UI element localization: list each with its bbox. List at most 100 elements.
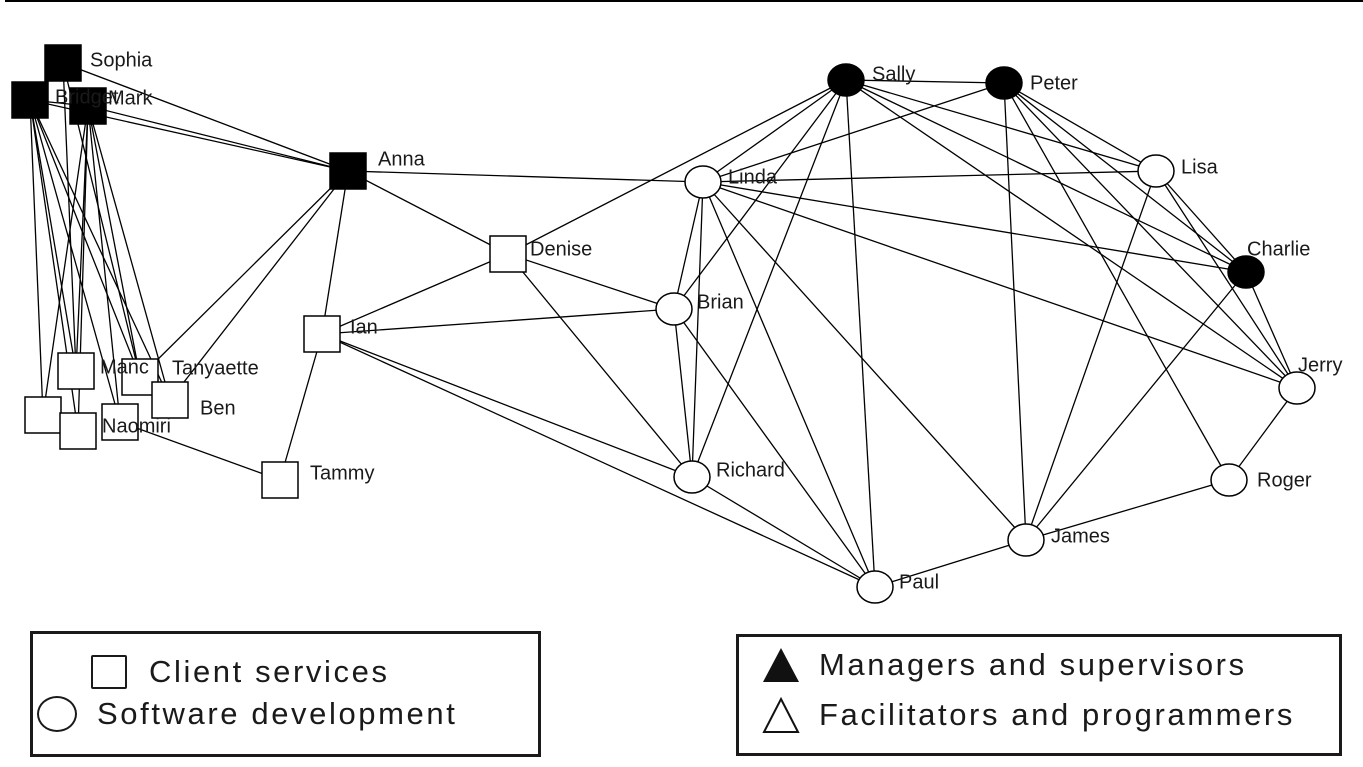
legend-item-managers: Managers and supervisors (761, 645, 1247, 685)
edges-layer (29, 62, 1298, 588)
edge-bridget-naomiri (29, 99, 121, 423)
filled-triangle-icon (763, 648, 799, 682)
legend-label: Facilitators and programmers (819, 697, 1295, 732)
node-label-linda: Linda (728, 166, 778, 188)
node-richard[interactable] (673, 460, 711, 494)
edge-sophia-manc (62, 62, 77, 372)
edge-charlie-jerry (1245, 271, 1298, 389)
edge-linda-brian (673, 181, 704, 310)
edge-sally-lisa (845, 79, 1157, 172)
edge-denise-brian (507, 253, 675, 310)
edge-peter-charlie (1003, 82, 1247, 273)
legend-item-software-development: Software development (37, 696, 457, 732)
node-lisa[interactable] (1137, 154, 1175, 188)
node-manc[interactable] (57, 352, 95, 390)
node-anna[interactable] (329, 152, 367, 190)
edge-james-roger (1025, 479, 1230, 541)
edge-mark-anna (87, 105, 349, 172)
edge-denise-richard (507, 253, 693, 478)
node-paul[interactable] (856, 570, 894, 604)
node-brian[interactable] (655, 292, 693, 326)
edge-linda-lisa (702, 170, 1157, 183)
node-mark[interactable] (69, 87, 107, 125)
node-sophia[interactable] (44, 44, 82, 82)
hollow-triangle-icon (762, 696, 800, 733)
node-label-charlie: Charlie (1247, 238, 1310, 260)
edge-james-lisa (1025, 170, 1157, 541)
node-label-tanyaette: Tanyaette (172, 357, 259, 379)
node-linda[interactable] (684, 165, 722, 199)
edge-sally-charlie (845, 79, 1247, 273)
node-bridget[interactable] (11, 81, 49, 119)
edge-ian-brian (321, 308, 675, 335)
node-sally[interactable] (827, 63, 865, 97)
node-ian[interactable] (303, 315, 341, 353)
edge-sally-brian (673, 79, 847, 310)
edge-sally-jerry (845, 79, 1298, 389)
legend-label: Managers and supervisors (819, 647, 1247, 682)
legend-label: Software development (97, 696, 458, 731)
edge-peter-linda (702, 82, 1005, 183)
edge-mark-tanyaette (87, 105, 141, 378)
edge-lisa-jerry (1155, 170, 1298, 389)
edge-ian-tammy (279, 333, 323, 481)
edge-linda-richard (691, 181, 704, 478)
edge-peter-jerry (1003, 82, 1298, 389)
node-label-brian: Brian (697, 291, 744, 313)
node-label-lisa: Lisa (1181, 156, 1219, 178)
node-naomiri[interactable] (101, 403, 139, 441)
node-james[interactable] (1007, 523, 1045, 557)
role-legend: Managers and supervisors Facilitators an… (736, 634, 1342, 756)
edge-anna-denise (347, 170, 509, 255)
node-label-ian: Ian (350, 316, 378, 338)
legend-item-client-services: Client services (91, 654, 390, 690)
edge-anna-linda (347, 170, 704, 183)
node-label-sophia: Sophia (90, 49, 153, 71)
edge-bridget-cs1 (29, 99, 44, 416)
node-label-manc: Manc (100, 356, 149, 378)
node-jerry[interactable] (1278, 371, 1316, 405)
edge-bridget-manc (29, 99, 77, 372)
legend-item-facilitators: Facilitators and programmers (761, 695, 1295, 735)
edge-mark-cs1 (42, 105, 89, 416)
node-denise[interactable] (489, 235, 527, 273)
node-ben[interactable] (151, 381, 189, 419)
edge-lisa-charlie (1155, 170, 1247, 273)
edge-anna-tanyaette (139, 170, 349, 378)
node-charlie[interactable] (1227, 255, 1265, 289)
node-label-roger: Roger (1257, 469, 1312, 491)
edge-brian-paul (673, 308, 876, 588)
edge-linda-jerry (702, 181, 1298, 389)
department-legend: Client services Software development (30, 631, 541, 757)
edge-mark-naomiri (87, 105, 121, 423)
edge-denise-sally (507, 79, 847, 255)
node-tammy[interactable] (261, 461, 299, 499)
edge-richard-paul (691, 476, 876, 588)
edge-bridget-tanyaette (29, 99, 141, 378)
edge-paul-james (874, 539, 1027, 588)
node-label-peter: Peter (1030, 72, 1078, 94)
node-cs1[interactable] (24, 396, 62, 434)
node-label-sally: Sally (872, 63, 915, 85)
edge-peter-james (1003, 82, 1027, 541)
edge-anna-ian (321, 170, 349, 335)
node-label-anna: Anna (378, 148, 426, 170)
node-label-bridget: Bridget (55, 86, 119, 108)
legend-label: Client services (149, 654, 390, 689)
edge-linda-paul (702, 181, 876, 588)
node-cs2[interactable] (59, 412, 97, 450)
node-label-mark: Mark (108, 87, 153, 109)
node-peter[interactable] (985, 66, 1023, 100)
square-icon (91, 655, 127, 689)
edge-ian-richard (321, 333, 693, 478)
node-roger[interactable] (1210, 463, 1248, 497)
circle-icon (37, 696, 77, 732)
node-label-richard: Richard (716, 459, 785, 481)
node-label-denise: Denise (530, 238, 592, 260)
nodes-layer (11, 44, 1316, 604)
node-label-jerry: Jerry (1298, 354, 1342, 376)
edge-james-charlie (1025, 271, 1247, 541)
edge-sally-richard (691, 79, 847, 478)
edge-ian-denise (321, 253, 509, 335)
